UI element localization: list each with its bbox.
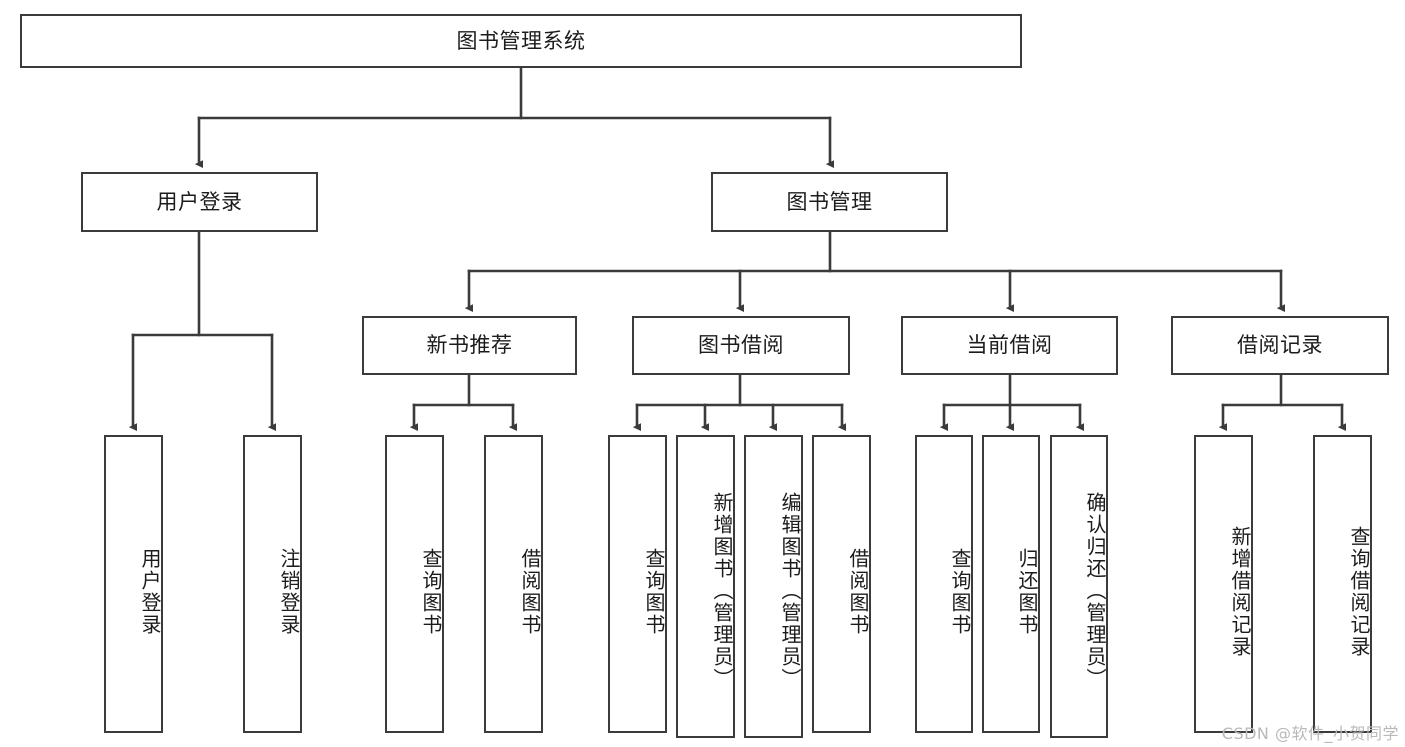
node-new-book-recommend-label: 新书推荐 [426, 333, 513, 358]
node-new-book-recommend[interactable]: 新书推荐 [362, 316, 577, 375]
leaf-borrow-add-book[interactable]: 新增图书（管理员） [676, 435, 735, 738]
node-current-borrow-label: 当前借阅 [966, 333, 1053, 358]
node-root-label: 图书管理系统 [456, 28, 586, 53]
leaf-record-query[interactable]: 查询借阅记录 [1313, 435, 1372, 733]
node-book-borrow[interactable]: 图书借阅 [632, 316, 850, 375]
leaf-current-query-book-label: 查询图书 [948, 548, 972, 636]
node-book-management[interactable]: 图书管理 [711, 172, 948, 232]
watermark: CSDN @软件_小贺同学 [1221, 724, 1399, 743]
node-user-login[interactable]: 用户登录 [81, 172, 318, 232]
leaf-logout-label: 注销登录 [277, 548, 301, 636]
node-book-management-label: 图书管理 [786, 189, 873, 214]
leaf-borrow-edit-book[interactable]: 编辑图书（管理员） [744, 435, 803, 738]
leaf-user-login[interactable]: 用户登录 [104, 435, 163, 733]
node-user-login-label: 用户登录 [156, 189, 243, 214]
node-book-borrow-label: 图书借阅 [698, 333, 784, 358]
leaf-borrow-edit-book-label: 编辑图书（管理员） [778, 491, 802, 690]
leaf-recommend-query-book[interactable]: 查询图书 [385, 435, 444, 733]
node-borrow-record[interactable]: 借阅记录 [1171, 316, 1389, 375]
leaf-current-return-book-label: 归还图书 [1015, 548, 1039, 636]
leaf-current-query-book[interactable]: 查询图书 [915, 435, 973, 733]
leaf-borrow-query-book-label: 查询图书 [642, 548, 666, 636]
leaf-recommend-query-book-label: 查询图书 [419, 548, 443, 636]
node-root[interactable]: 图书管理系统 [20, 14, 1022, 68]
leaf-recommend-borrow-book[interactable]: 借阅图书 [484, 435, 543, 733]
leaf-record-add-label: 新增借阅记录 [1228, 526, 1252, 658]
leaf-borrow-borrow-book-label: 借阅图书 [846, 548, 870, 636]
leaf-current-confirm-return[interactable]: 确认归还（管理员） [1050, 435, 1108, 738]
leaf-current-return-book[interactable]: 归还图书 [982, 435, 1040, 733]
leaf-logout[interactable]: 注销登录 [243, 435, 302, 733]
leaf-user-login-label: 用户登录 [138, 548, 162, 636]
leaf-recommend-borrow-book-label: 借阅图书 [518, 548, 542, 636]
leaf-borrow-borrow-book[interactable]: 借阅图书 [812, 435, 871, 733]
leaf-borrow-query-book[interactable]: 查询图书 [608, 435, 667, 733]
leaf-current-confirm-return-label: 确认归还（管理员） [1083, 491, 1107, 690]
leaf-borrow-add-book-label: 新增图书（管理员） [710, 491, 734, 690]
leaf-record-query-label: 查询借阅记录 [1347, 526, 1371, 658]
node-current-borrow[interactable]: 当前借阅 [901, 316, 1118, 375]
node-borrow-record-label: 借阅记录 [1237, 333, 1323, 358]
leaf-record-add[interactable]: 新增借阅记录 [1194, 435, 1253, 733]
